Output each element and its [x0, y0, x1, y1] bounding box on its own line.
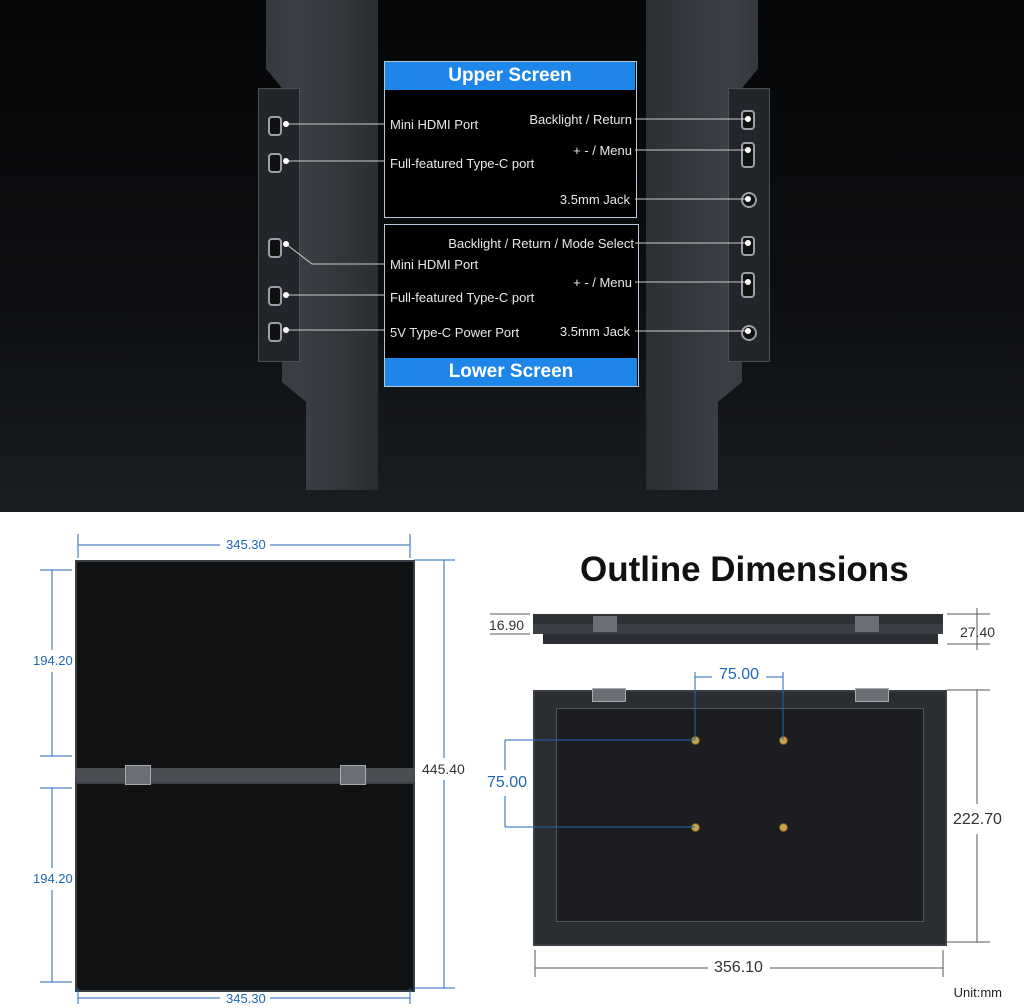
- upper-typec-port: [268, 153, 282, 173]
- leader-dot: [283, 158, 289, 164]
- lower-power-port: [268, 322, 282, 342]
- dim-vesa-horizontal: 75.00: [719, 666, 760, 683]
- lower-typec-port: [268, 286, 282, 306]
- dim-vesa-vertical: 75.00: [487, 774, 528, 791]
- hinge-right: [340, 765, 366, 785]
- dimensions-title: Outline Dimensions: [580, 550, 909, 589]
- upper-right-label: + - / Menu: [573, 143, 632, 158]
- lower-left-label: Full-featured Type-C port: [390, 290, 535, 305]
- dim-width-top: 345.30: [226, 537, 266, 552]
- lower-left-label: 5V Type-C Power Port: [390, 325, 520, 340]
- leader-dot: [745, 240, 751, 246]
- lower-menu-rocker: [741, 272, 755, 298]
- leader-dot: [745, 116, 751, 122]
- hinge-left: [125, 765, 151, 785]
- leader-dot: [283, 327, 289, 333]
- leader-dot: [745, 196, 751, 202]
- dimension-lines: [40, 534, 990, 1004]
- lower-screen-header: Lower Screen: [385, 358, 637, 386]
- dimensions-section: Outline Dimensions: [0, 512, 1024, 1008]
- lower-right-label: Backlight / Return / Mode Select: [448, 236, 634, 251]
- dim-thickness-left: 16.90: [489, 617, 525, 633]
- dim-thickness-right: 27.40: [960, 624, 996, 640]
- right-port-strip: [728, 88, 770, 362]
- upper-right-label: 3.5mm Jack: [559, 192, 630, 207]
- lower-left-label: Mini HDMI Port: [390, 257, 479, 272]
- center-hinge-bar: [75, 768, 415, 782]
- upper-menu-rocker: [741, 142, 755, 168]
- callout-leader-lines: [285, 118, 748, 332]
- product-photo: Upper Screen Lower Screen Mini HDMI Port…: [0, 0, 1024, 512]
- dim-back-width: 356.10: [714, 959, 763, 976]
- lower-right-label: + - / Menu: [573, 275, 632, 290]
- lower-backlight-button: [741, 236, 755, 256]
- back-hinge-left: [592, 688, 626, 702]
- side-profile-view: [533, 614, 943, 644]
- leader-dot: [745, 279, 751, 285]
- vesa-hole: [779, 823, 788, 832]
- unit-label: Unit:mm: [953, 985, 1002, 1000]
- upper-screen-header: Upper Screen: [385, 62, 635, 90]
- dim-height-lower: 194.20: [33, 871, 73, 886]
- dim-width-bottom: 345.30: [226, 991, 266, 1006]
- upper-left-label: Full-featured Type-C port: [390, 156, 535, 171]
- leader-dot: [283, 121, 289, 127]
- leader-dot: [283, 292, 289, 298]
- dim-back-height: 222.70: [953, 811, 1002, 828]
- leader-dot: [283, 241, 289, 247]
- lower-mini-hdmi-port: [268, 238, 282, 258]
- upper-mini-hdmi-port: [268, 116, 282, 136]
- back-inner-recess: [556, 708, 924, 922]
- upper-left-label: Mini HDMI Port: [390, 117, 479, 132]
- leader-dot: [745, 328, 751, 334]
- lower-right-label: 3.5mm Jack: [559, 324, 630, 339]
- upper-right-label: Backlight / Return: [529, 112, 632, 127]
- lower-screen-panel: [75, 782, 415, 992]
- leader-dot: [745, 147, 751, 153]
- dim-height-upper: 194.20: [33, 653, 73, 668]
- back-hinge-right: [855, 688, 889, 702]
- dim-total-height: 445.40: [422, 761, 465, 777]
